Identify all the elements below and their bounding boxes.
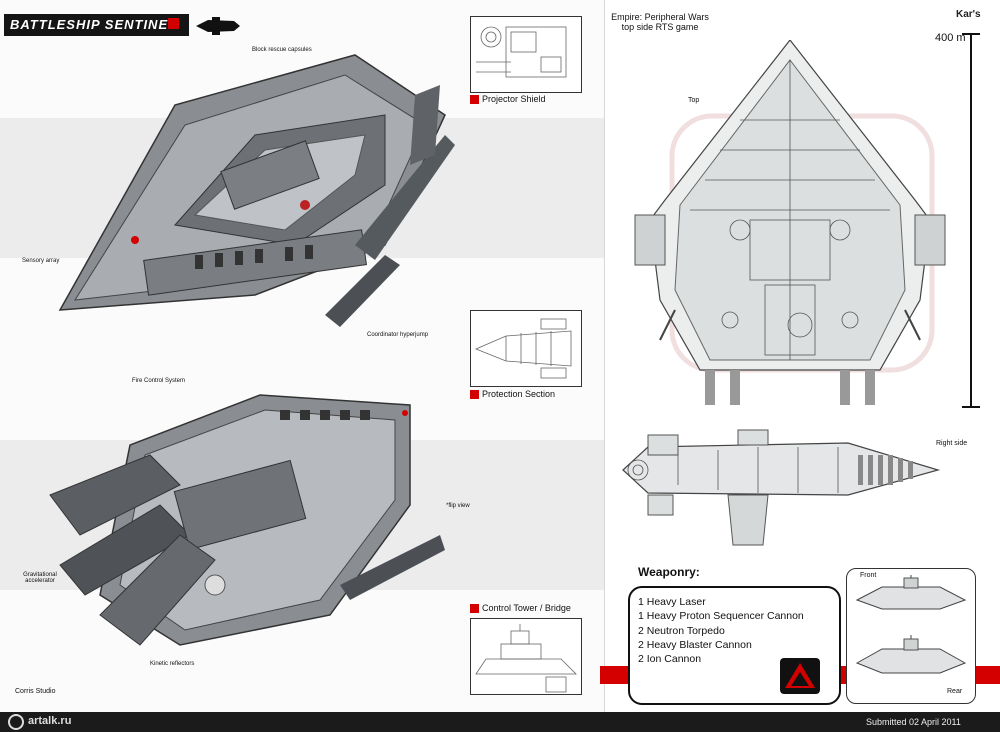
faction-emblem-icon	[780, 658, 820, 694]
title-red-square	[168, 18, 179, 29]
label-sensory-array: Sensory array	[22, 258, 60, 264]
studio-credit: Corris Studio	[15, 688, 56, 695]
scale-bar-bottom-cap	[962, 406, 980, 408]
label-block-rescue: Block rescue capsules	[252, 47, 312, 53]
karas-logo: Kar's	[956, 9, 981, 20]
weapon-item: 1 Heavy Laser	[638, 596, 706, 608]
site-logo-icon	[8, 714, 24, 730]
site-name[interactable]: artalk.ru	[28, 715, 72, 727]
footer-bar	[0, 712, 1000, 732]
side-view-blueprint	[622, 429, 941, 546]
title-bar	[4, 14, 189, 36]
label-coordinator-hyperjump: Coordinator hyperjump	[367, 332, 429, 338]
ship-illustration-top	[58, 54, 455, 327]
label-kinetic-reflectors: Kinetic reflectors	[150, 661, 195, 667]
front-view-blueprint	[855, 575, 967, 610]
protection-section-sketch	[474, 318, 572, 379]
empire-caption: Empire: Peripheral Wars top side RTS gam…	[605, 12, 715, 32]
red-marker-protection	[470, 390, 479, 399]
ship-silhouette-icon	[196, 17, 240, 35]
page-title: BATTLESHIP SENTINEL	[10, 17, 178, 32]
top-view-blueprint	[634, 40, 946, 405]
ship-illustration-bottom	[49, 394, 445, 646]
weapon-item: 2 Ion Cannon	[638, 653, 702, 665]
weapon-item: 2 Neutron Torpedo	[638, 625, 725, 637]
scale-label: 400 m	[935, 32, 966, 44]
rear-view-blueprint	[855, 635, 967, 674]
projector-shield-sketch	[476, 26, 567, 78]
label-top: Top	[688, 97, 700, 104]
red-stripe-mid	[837, 666, 846, 684]
inset-protection-section	[470, 310, 582, 387]
label-gravitational-accelerator: Gravitational accelerator	[23, 572, 57, 584]
red-stripe-left	[600, 666, 628, 684]
red-marker-control-tower	[470, 604, 479, 613]
weapon-item: 1 Heavy Proton Sequencer Cannon	[638, 610, 804, 622]
empire-line-1: Empire: Peripheral Wars	[611, 12, 709, 22]
control-tower-sketch	[475, 624, 577, 693]
scale-bar	[970, 33, 972, 408]
scale-bar-top-cap	[962, 33, 980, 35]
label-rear: Rear	[947, 688, 963, 695]
red-marker-projector	[470, 95, 479, 104]
label-front: Front	[860, 572, 877, 579]
label-flip-view: *flip view	[446, 503, 470, 509]
empire-line-2: top side RTS game	[621, 22, 699, 32]
weaponry-title: Weaponry:	[638, 565, 700, 579]
inset-control-tower	[470, 618, 582, 695]
weapon-item: 2 Heavy Blaster Cannon	[638, 639, 752, 651]
submitted-date: Submitted 02 April 2011	[866, 717, 961, 727]
label-projector-shield: Projector Shield	[482, 94, 546, 104]
label-right-side: Right side	[936, 440, 968, 447]
red-stripe-right	[974, 666, 1000, 684]
label-fire-control: Fire Control System	[132, 378, 186, 384]
label-protection-section: Protection Section	[482, 389, 556, 399]
label-control-tower: Control Tower / Bridge	[482, 603, 571, 613]
inset-projector-shield	[470, 16, 582, 93]
